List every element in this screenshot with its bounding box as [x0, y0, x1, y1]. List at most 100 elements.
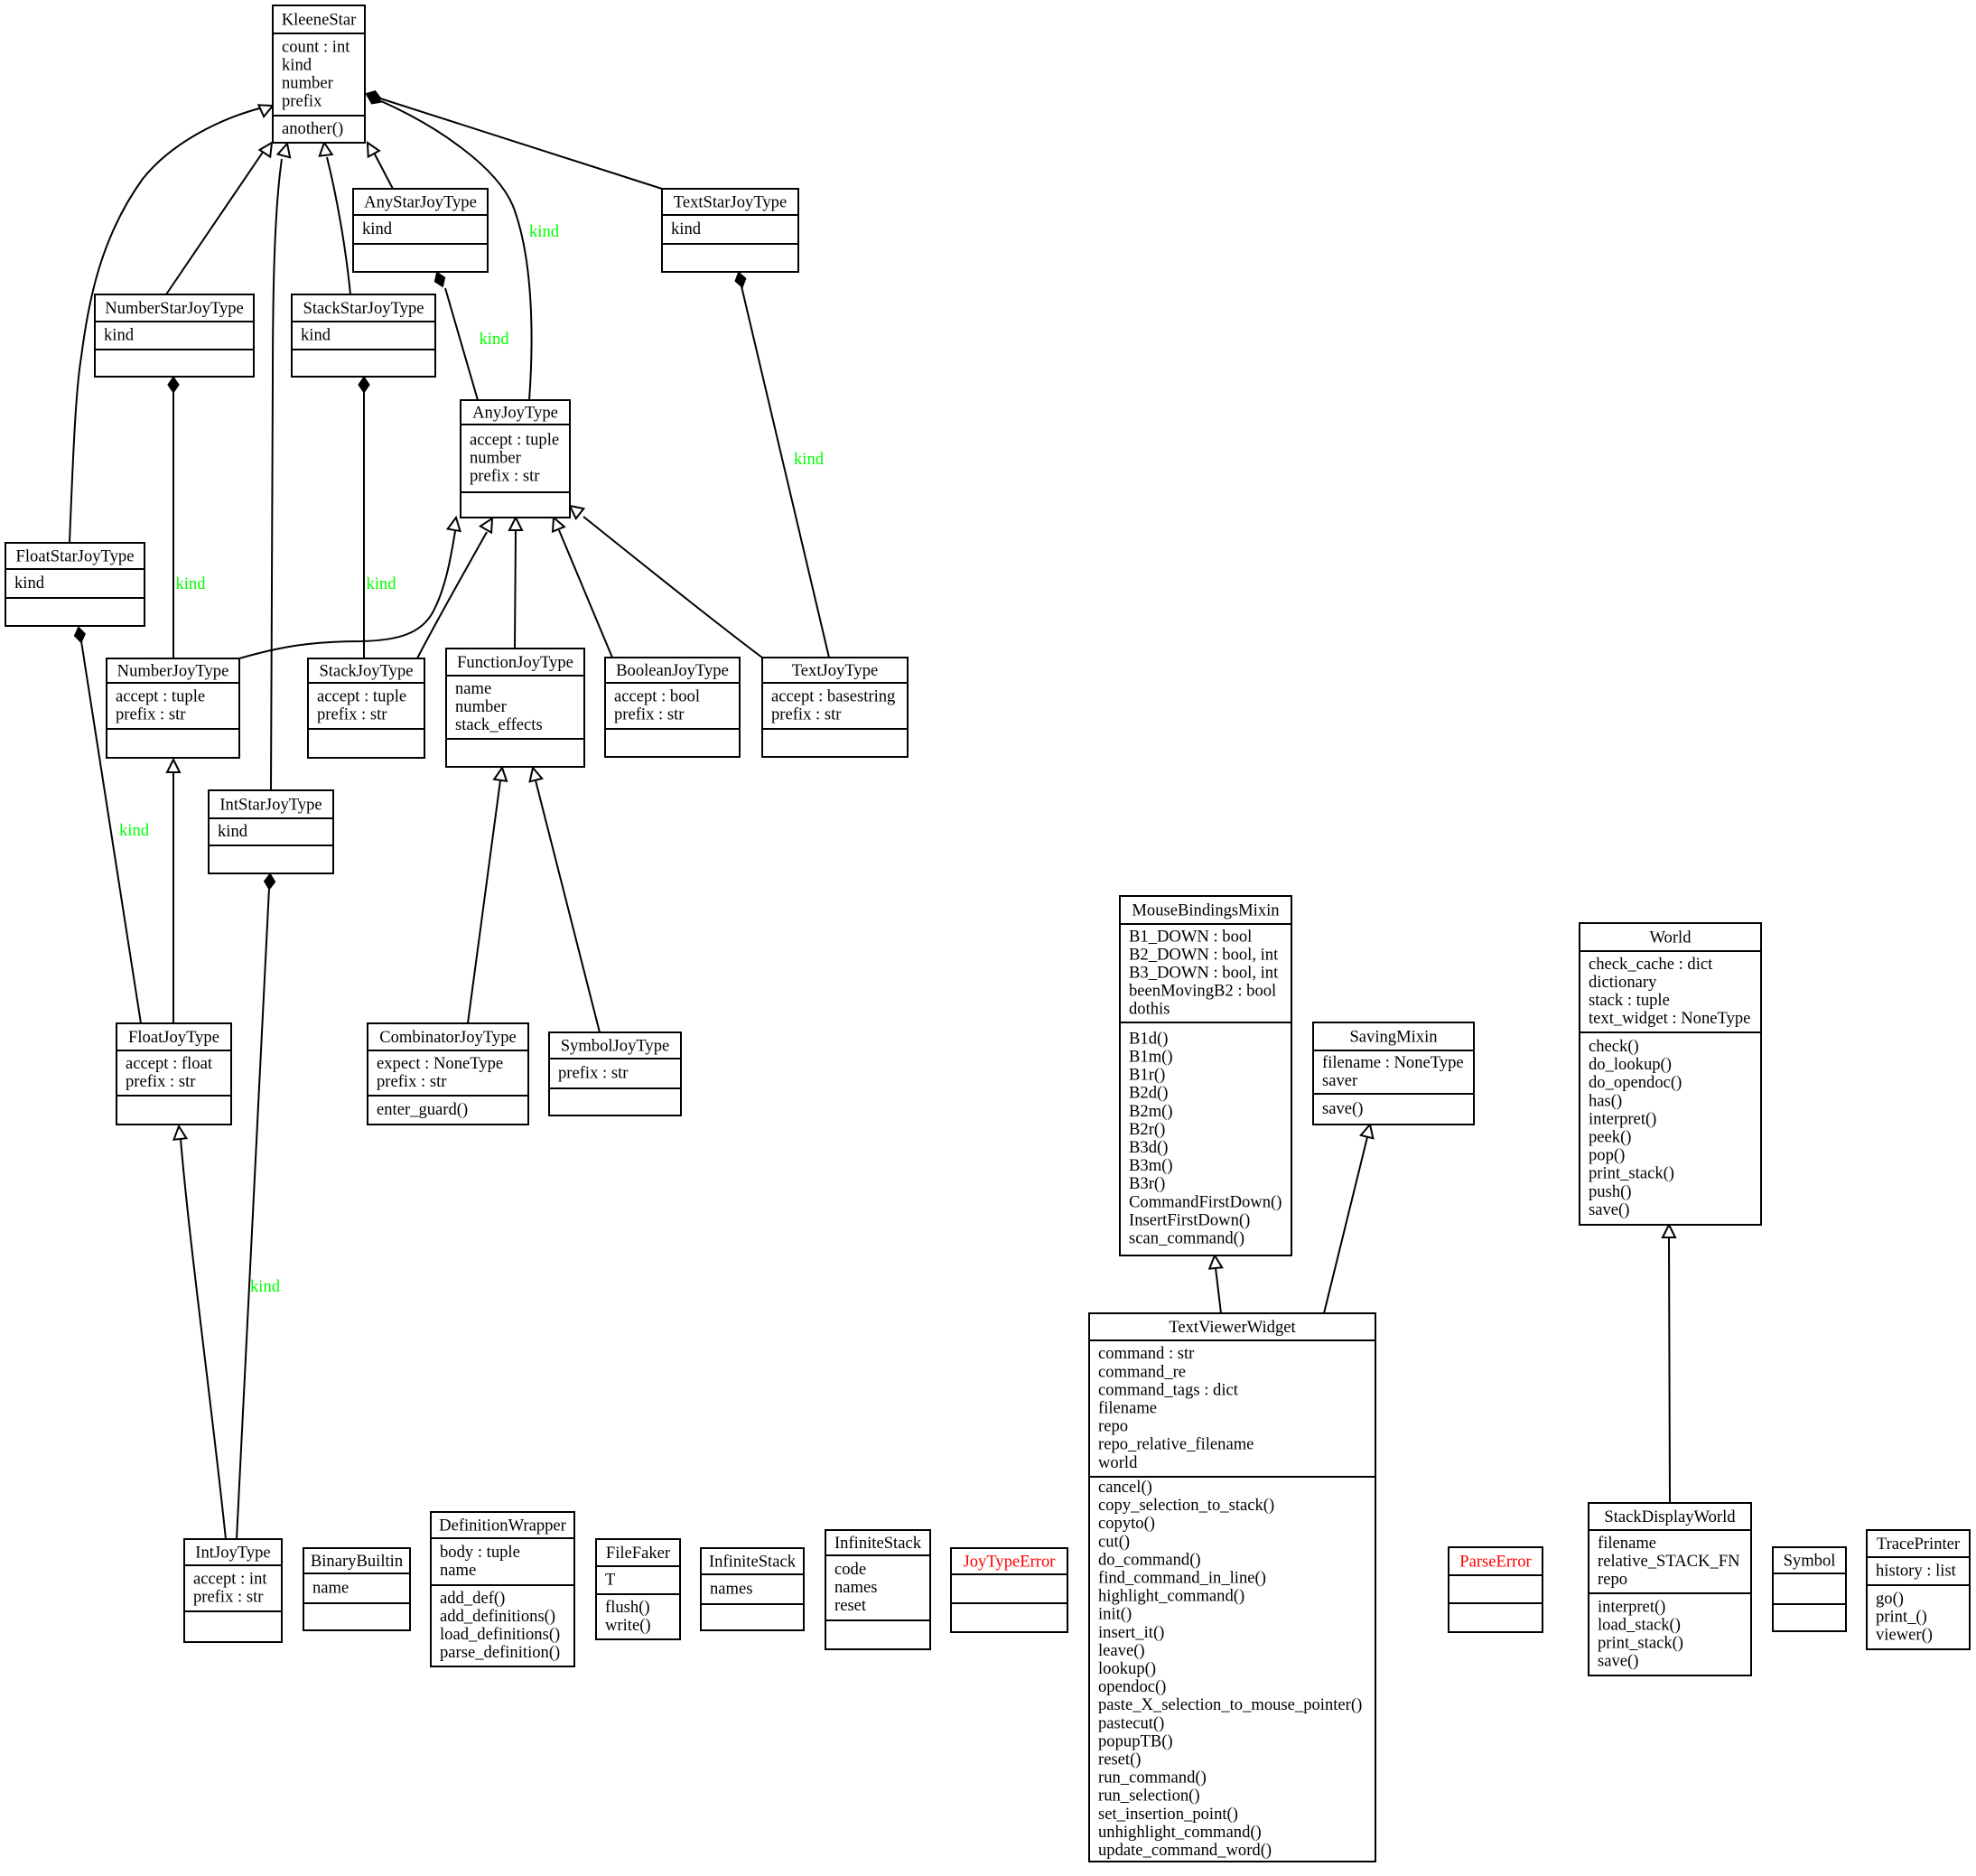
svg-text:go(): go() [1876, 1589, 1904, 1608]
svg-text:stack_effects: stack_effects [455, 715, 543, 734]
svg-text:count : int: count : int [282, 37, 350, 56]
svg-text:kind: kind [367, 574, 397, 593]
svg-text:B2d(): B2d() [1129, 1084, 1168, 1103]
svg-text:NumberJoyType: NumberJoyType [117, 662, 229, 681]
svg-text:leave(): leave() [1098, 1641, 1145, 1660]
svg-text:prefix : str: prefix : str [317, 705, 387, 724]
svg-text:dothis: dothis [1129, 1000, 1170, 1019]
svg-text:interpret(): interpret() [1589, 1109, 1656, 1128]
svg-text:scan_command(): scan_command() [1129, 1229, 1244, 1248]
svg-text:parse_definition(): parse_definition() [440, 1643, 560, 1662]
svg-text:accept : int: accept : int [193, 1569, 267, 1588]
svg-text:prefix : str: prefix : str [377, 1072, 447, 1091]
svg-text:update_command_word(): update_command_word() [1098, 1841, 1272, 1860]
svg-text:popupTB(): popupTB() [1098, 1731, 1173, 1750]
svg-text:text_widget : NoneType: text_widget : NoneType [1589, 1009, 1750, 1028]
svg-text:history : list: history : list [1876, 1561, 1957, 1580]
svg-text:JoyTypeError: JoyTypeError [964, 1553, 1057, 1572]
svg-text:insert_it(): insert_it() [1098, 1623, 1164, 1642]
svg-text:write(): write() [605, 1616, 651, 1635]
svg-text:prefix : str: prefix : str [771, 705, 842, 724]
svg-text:B2m(): B2m() [1129, 1102, 1173, 1121]
svg-text:T: T [605, 1570, 616, 1589]
svg-text:accept : float: accept : float [126, 1054, 213, 1073]
svg-text:number: number [455, 697, 508, 716]
svg-text:FileFaker: FileFaker [606, 1544, 671, 1563]
svg-text:TextViewerWidget: TextViewerWidget [1169, 1318, 1296, 1337]
svg-text:find_command_in_line(): find_command_in_line() [1098, 1568, 1266, 1587]
svg-text:AnyJoyType: AnyJoyType [472, 404, 558, 423]
svg-text:opendoc(): opendoc() [1098, 1677, 1166, 1696]
svg-text:World: World [1649, 929, 1692, 947]
svg-text:B1d(): B1d() [1129, 1029, 1168, 1048]
svg-text:B3r(): B3r() [1129, 1174, 1165, 1193]
svg-text:InsertFirstDown(): InsertFirstDown() [1129, 1210, 1250, 1229]
svg-text:MouseBindingsMixin: MouseBindingsMixin [1132, 901, 1280, 920]
svg-text:NumberStarJoyType: NumberStarJoyType [105, 299, 244, 318]
svg-text:FloatJoyType: FloatJoyType [128, 1028, 219, 1047]
svg-text:B1_DOWN : bool: B1_DOWN : bool [1129, 927, 1252, 946]
svg-text:kind: kind [250, 1277, 281, 1296]
svg-text:do_command(): do_command() [1098, 1550, 1201, 1569]
svg-text:accept : tuple: accept : tuple [470, 430, 559, 449]
svg-text:command_tags : dict: command_tags : dict [1098, 1380, 1239, 1399]
svg-text:highlight_command(): highlight_command() [1098, 1587, 1244, 1606]
svg-text:B1r(): B1r() [1129, 1066, 1165, 1085]
svg-text:name: name [455, 679, 491, 698]
svg-text:kind: kind [218, 822, 248, 841]
svg-text:set_insertion_point(): set_insertion_point() [1098, 1805, 1238, 1824]
svg-text:accept : bool: accept : bool [614, 686, 700, 705]
svg-text:Symbol: Symbol [1784, 1552, 1836, 1571]
svg-text:dictionary: dictionary [1589, 973, 1657, 992]
svg-text:peek(): peek() [1589, 1128, 1631, 1147]
svg-text:beenMovingB2 : bool: beenMovingB2 : bool [1129, 982, 1276, 1001]
svg-text:enter_guard(): enter_guard() [377, 1100, 468, 1119]
svg-text:world: world [1098, 1453, 1138, 1472]
svg-text:AnyStarJoyType: AnyStarJoyType [364, 193, 477, 212]
svg-text:init(): init() [1098, 1605, 1132, 1624]
svg-text:number: number [282, 74, 334, 93]
svg-text:copy_selection_to_stack(): copy_selection_to_stack() [1098, 1496, 1274, 1515]
svg-text:prefix : str: prefix : str [614, 705, 685, 724]
svg-text:save(): save() [1598, 1652, 1638, 1671]
svg-text:StackDisplayWorld: StackDisplayWorld [1604, 1507, 1736, 1526]
svg-text:names: names [710, 1579, 753, 1598]
svg-text:relative_STACK_FN: relative_STACK_FN [1598, 1552, 1740, 1571]
svg-text:accept : tuple: accept : tuple [116, 686, 205, 705]
svg-text:kind: kind [14, 574, 45, 593]
svg-text:run_selection(): run_selection() [1098, 1787, 1200, 1806]
svg-text:filename : NoneType: filename : NoneType [1322, 1053, 1464, 1072]
svg-text:B2r(): B2r() [1129, 1120, 1165, 1139]
svg-text:name: name [440, 1561, 476, 1580]
svg-text:names: names [834, 1578, 878, 1597]
svg-text:do_opendoc(): do_opendoc() [1589, 1073, 1682, 1092]
svg-text:print_stack(): print_stack() [1598, 1634, 1683, 1653]
svg-text:kind: kind [671, 219, 702, 238]
svg-text:TextJoyType: TextJoyType [792, 661, 879, 680]
svg-text:InfiniteStack: InfiniteStack [834, 1534, 922, 1553]
svg-text:stack : tuple: stack : tuple [1589, 991, 1670, 1010]
svg-text:save(): save() [1322, 1099, 1363, 1118]
svg-text:kind: kind [301, 325, 331, 344]
svg-text:DefinitionWrapper: DefinitionWrapper [439, 1517, 567, 1535]
svg-text:CommandFirstDown(): CommandFirstDown() [1129, 1192, 1282, 1211]
svg-text:print_(): print_() [1876, 1607, 1927, 1626]
svg-text:SymbolJoyType: SymbolJoyType [561, 1037, 670, 1056]
svg-text:command : str: command : str [1098, 1344, 1195, 1363]
svg-text:TracePrinter: TracePrinter [1877, 1535, 1961, 1554]
svg-text:B3m(): B3m() [1129, 1156, 1173, 1175]
svg-text:body : tuple: body : tuple [440, 1543, 520, 1562]
svg-text:KleeneStar: KleeneStar [282, 11, 357, 30]
svg-text:prefix : str: prefix : str [558, 1063, 629, 1082]
svg-text:number: number [470, 448, 522, 467]
svg-text:prefix : str: prefix : str [470, 467, 540, 486]
svg-text:name: name [312, 1578, 349, 1597]
svg-text:BooleanJoyType: BooleanJoyType [616, 661, 729, 680]
svg-text:FloatStarJoyType: FloatStarJoyType [16, 547, 135, 566]
svg-text:has(): has() [1589, 1091, 1622, 1110]
svg-text:command_re: command_re [1098, 1362, 1186, 1381]
svg-text:B2_DOWN : bool, int: B2_DOWN : bool, int [1129, 945, 1279, 964]
svg-text:add_definitions(): add_definitions() [440, 1607, 555, 1626]
svg-text:repo_relative_filename: repo_relative_filename [1098, 1435, 1254, 1454]
svg-text:code: code [834, 1560, 866, 1579]
